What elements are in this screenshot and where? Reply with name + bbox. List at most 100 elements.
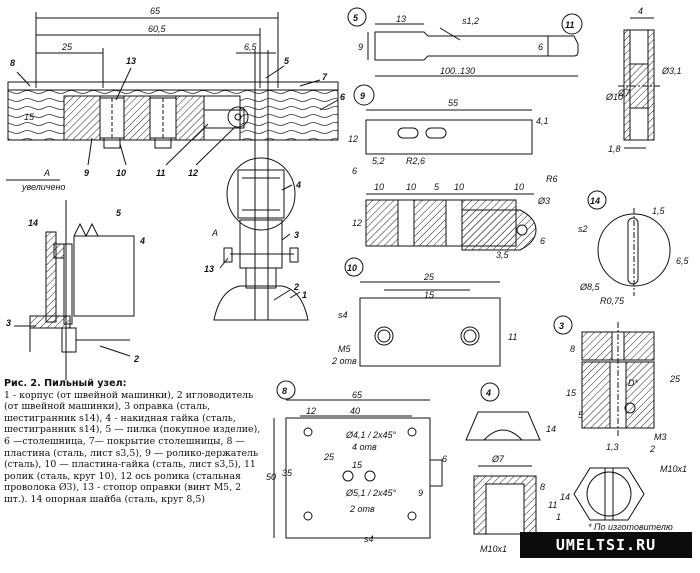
label-8: 8 xyxy=(10,58,15,68)
p3-d8: 8 xyxy=(570,344,575,354)
figure-caption: Рис. 2. Пильный узел: 1 - корпус (от шве… xyxy=(4,378,266,506)
p14-d8-5: Ø8,5 xyxy=(579,282,601,292)
p9-d12: 12 xyxy=(348,134,358,144)
p9-d10b: 10 xyxy=(406,182,416,192)
p9-d10c: 10 xyxy=(454,182,464,192)
view-a-title: A xyxy=(43,168,50,178)
p11-d1-8: 1,8 xyxy=(608,144,621,154)
dim-65: 65 xyxy=(150,6,161,16)
p11-d7: Ø7 xyxy=(617,88,631,98)
label-9: 9 xyxy=(84,168,89,178)
p9-d10a: 10 xyxy=(374,182,384,192)
p3-d15: 15 xyxy=(566,388,577,398)
label-5b: 5 xyxy=(116,208,122,218)
p14-r0-75: R0,75 xyxy=(600,296,625,306)
p14-d1-5: 1,5 xyxy=(652,206,666,216)
p8-d12: 12 xyxy=(306,406,316,416)
p10-m5: M5 xyxy=(338,344,351,354)
part-14-washer xyxy=(587,190,671,296)
label-2: 2 xyxy=(293,282,299,292)
p11-d4: 4 xyxy=(638,6,643,16)
p9-d3: Ø3 xyxy=(537,196,550,206)
part-4-number: 4 xyxy=(485,388,491,398)
p5-length: 100..130 xyxy=(440,66,475,76)
part-10-plate-nut xyxy=(344,257,501,367)
p5-d6: 6 xyxy=(538,42,543,52)
label-14: 14 xyxy=(28,218,38,228)
p10-d15: 15 xyxy=(424,290,435,300)
p3-dstar: D* xyxy=(628,378,638,388)
label-3b: 3 xyxy=(6,318,11,328)
p8-d6: 6 xyxy=(442,454,447,464)
p4-d8: 8 xyxy=(540,482,545,492)
part-3-number: 3 xyxy=(559,321,564,331)
dim-6-5: 6,5 xyxy=(244,42,258,52)
p9-d5: 5 xyxy=(434,182,440,192)
assembly-view xyxy=(6,12,339,321)
label-13: 13 xyxy=(126,56,136,66)
p5-d13: 13 xyxy=(396,14,406,24)
p9-d6b: 6 xyxy=(540,236,545,246)
p8-d25: 25 xyxy=(323,452,335,462)
label-11: 11 xyxy=(156,168,165,178)
view-a-detail xyxy=(14,200,135,380)
p9-r2-6: R2,6 xyxy=(406,156,425,166)
p8-s4: s4 xyxy=(364,534,374,544)
view-a-subtitle: увеличено xyxy=(21,182,65,192)
p4-d1-3: 1,3 xyxy=(606,442,619,452)
p10-d11: 11 xyxy=(508,332,517,342)
label-6: 6 xyxy=(340,92,346,102)
p4-note: * По изготовителю xyxy=(588,522,673,532)
part-14-number: 14 xyxy=(590,196,600,206)
p8-d40: 40 xyxy=(350,406,360,416)
p14-d6-5: 6,5 xyxy=(676,256,690,266)
part-8-plate xyxy=(273,380,443,539)
p8-d50: 50 xyxy=(266,472,276,482)
p4-m10b: M10x1 xyxy=(480,544,507,554)
label-12: 12 xyxy=(188,168,198,178)
p9-d4-1: 4,1 xyxy=(536,116,549,126)
p8-qty1: 4 отв xyxy=(352,442,377,452)
p14-s2: s2 xyxy=(578,224,588,234)
p8-d15: 15 xyxy=(352,460,363,470)
dim-25: 25 xyxy=(61,42,73,52)
p4-d1: 1 xyxy=(556,512,561,522)
site-watermark: UMELTSI.RU xyxy=(520,532,692,558)
caption-body: 1 - корпус (от швейной машинки), 2 иглов… xyxy=(4,389,261,505)
label-a: A xyxy=(211,228,218,238)
part-10-number: 10 xyxy=(347,263,357,273)
part-8-number: 8 xyxy=(282,386,287,396)
p3-d5: 5 xyxy=(578,410,584,420)
p8-hole2: Ø5,1 / 2x45° xyxy=(345,488,397,498)
p8-d65: 65 xyxy=(352,390,363,400)
p9-d12b: 12 xyxy=(352,218,362,228)
p9-d55: 55 xyxy=(448,98,459,108)
p4-m10: M10x1 xyxy=(660,464,687,474)
p10-qty: 2 отв xyxy=(331,356,357,366)
p5-thickness: s1,2 xyxy=(462,16,479,26)
label-3: 3 xyxy=(294,230,299,240)
p8-d35: 35 xyxy=(282,468,293,478)
p9-d10d: 10 xyxy=(514,182,524,192)
part-11-roller xyxy=(561,13,662,149)
p9-d3-5: 3,5 xyxy=(496,250,510,260)
p5-d9: 9 xyxy=(358,42,363,52)
part-5-blade xyxy=(347,7,579,77)
part-9-number: 9 xyxy=(360,91,365,101)
p8-d9: 9 xyxy=(418,488,423,498)
label-2b: 2 xyxy=(133,354,139,364)
label-1: 1 xyxy=(302,290,307,300)
part-11-number: 11 xyxy=(565,20,574,30)
p10-s4: s4 xyxy=(338,310,348,320)
part-3-mandrel xyxy=(553,315,655,436)
label-13b: 13 xyxy=(204,264,214,274)
p3-d25: 25 xyxy=(669,374,681,384)
caption-title: Рис. 2. Пильный узел: xyxy=(4,378,127,389)
label-10: 10 xyxy=(116,168,126,178)
dim-15: 15 xyxy=(24,112,35,122)
p3-m3: M3 xyxy=(654,432,667,442)
p4-d14b: 14 xyxy=(560,492,570,502)
part-4-cap-nut xyxy=(465,382,645,535)
